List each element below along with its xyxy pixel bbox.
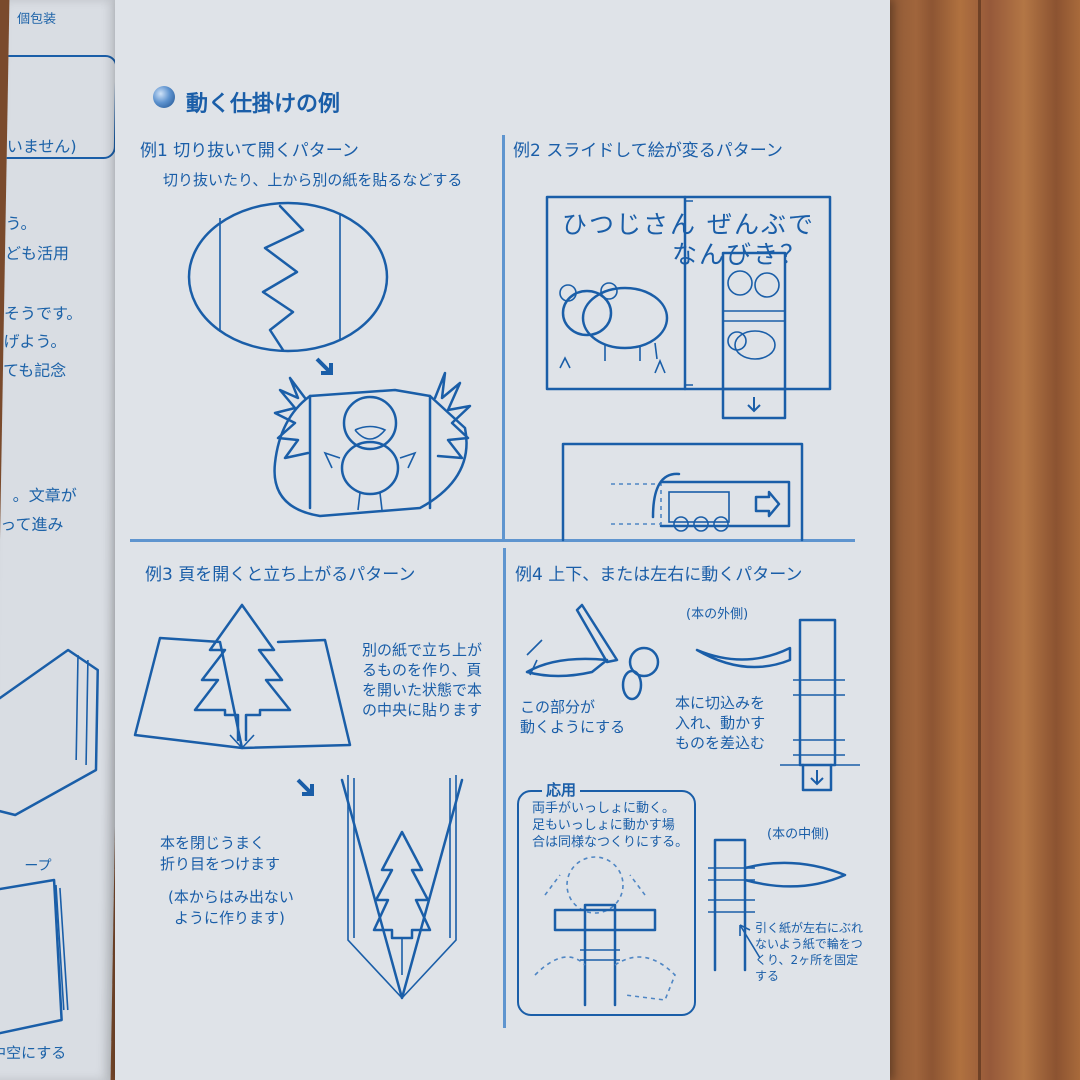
note-line: 足もいっしょに動かす場 xyxy=(532,818,675,833)
example1-note: 切り抜いたり、上から別の紙を貼るなどする xyxy=(163,171,463,189)
left-text: ても記念 xyxy=(2,361,67,380)
application-box xyxy=(517,790,696,1016)
left-book-illustration-2 xyxy=(0,878,69,1037)
left-page: 個包装 いません) う。 ども活用 そうです。 げよう。 ても記念 。文章が っ… xyxy=(0,0,130,1080)
wooden-table xyxy=(880,0,1080,1080)
note-line: くり、2ヶ所を固定 xyxy=(755,953,859,967)
arrow-down-right-icon xyxy=(315,357,333,375)
example3-label: 例3 頁を開くと立ち上がるパターン xyxy=(145,565,416,585)
note-line: 別の紙で立ち上が xyxy=(362,641,483,659)
popup-tree-open-illustration xyxy=(133,603,352,750)
note-line: 合は同様なつくりにする。 xyxy=(532,835,689,850)
bear-mechanism-illustration xyxy=(534,856,676,1007)
arrow-down-right-icon xyxy=(296,778,314,796)
example4-cut-note: 本に切込みを 入れ、動かす ものを差込む xyxy=(675,693,765,753)
note-line: ないよう紙で輪をつ xyxy=(755,937,863,951)
note-line: ように作ります) xyxy=(174,909,285,927)
scissors-illustration xyxy=(525,603,660,701)
wood-seam xyxy=(978,0,981,1080)
left-text: ども活用 xyxy=(4,244,70,263)
left-text: う。 xyxy=(5,214,37,233)
example4-guide-note: 引く紙が左右にぶれ ないよう紙で輪をつ くり、2ヶ所を固定 する xyxy=(755,920,863,984)
left-text: げよう。 xyxy=(3,332,67,351)
note-line: 本を閉じうまく xyxy=(160,834,266,852)
bullet-icon xyxy=(153,86,175,108)
divider-vertical-top xyxy=(502,135,505,540)
book-text-2: なんびき？ xyxy=(672,240,808,269)
divider-vertical-bottom xyxy=(503,548,506,1028)
left-text: いません) xyxy=(6,137,77,156)
left-text: 。文章が xyxy=(12,486,77,505)
egg-cutout-illustration xyxy=(187,201,389,353)
note-line: るものを作り、頁 xyxy=(362,661,482,679)
note-line: する xyxy=(755,969,780,983)
chick-popout-illustration xyxy=(273,371,472,518)
example3-note: 別の紙で立ち上が るものを作り、頁 を開いた状態で本 の中央に貼ります xyxy=(362,640,482,720)
left-text: ープ xyxy=(24,858,52,874)
note-line: 引く紙が左右にぶれ xyxy=(755,921,864,935)
application-note: 両手がいっしょに動く。 足もいっしょに動かす場 合は同様なつくりにする。 xyxy=(532,800,688,851)
note-line: (本からはみ出ない xyxy=(168,888,294,906)
left-text: 中空にする xyxy=(0,1044,67,1062)
example1-label: 例1 切り抜いて開くパターン xyxy=(140,141,359,161)
left-top-tag: 個包装 xyxy=(16,12,57,27)
slider-strip-illustration xyxy=(695,618,860,792)
left-text: そうです。 xyxy=(3,304,83,323)
book-text-1: ひつじさん ぜんぶで xyxy=(562,210,815,239)
note-line: ものを差込む xyxy=(675,734,766,752)
pointer-arrow-icon xyxy=(739,924,761,959)
note-line: 入れ、動かす xyxy=(675,714,766,732)
left-text: って進み xyxy=(0,515,64,534)
inner-slider-illustration xyxy=(708,838,847,972)
inner-side-label: (本の中側) xyxy=(767,827,830,842)
note-line: 動くようにする xyxy=(520,718,626,736)
left-book-illustration xyxy=(0,648,99,817)
train-slide-illustration xyxy=(561,442,804,542)
example2-label: 例2 スライドして絵が変るパターン xyxy=(513,141,783,161)
note-line: を開いた状態で本 xyxy=(362,681,483,699)
example3-note2: 本を閉じうまく 折り目をつけます xyxy=(160,833,280,875)
popup-tree-closed-illustration xyxy=(340,775,464,1000)
divider-horizontal xyxy=(130,539,855,542)
sheep-book-illustration xyxy=(545,195,832,420)
note-line: の中央に貼ります xyxy=(362,701,483,719)
example4-part-note: この部分が 動くようにする xyxy=(520,697,625,737)
application-title: 応用 xyxy=(542,780,581,801)
note-line: 本に切込みを xyxy=(675,694,766,712)
note-line: 折り目をつけます xyxy=(160,855,281,873)
example4-label: 例4 上下、または左右に動くパターン xyxy=(515,565,803,585)
section-title: 動く仕掛けの例 xyxy=(186,92,341,117)
outer-side-label: (本の外側) xyxy=(686,607,749,622)
note-line: 両手がいっしょに動く。 xyxy=(532,801,676,816)
example3-note3: (本からはみ出ない ように作ります) xyxy=(168,887,294,929)
note-line: この部分が xyxy=(520,698,596,716)
